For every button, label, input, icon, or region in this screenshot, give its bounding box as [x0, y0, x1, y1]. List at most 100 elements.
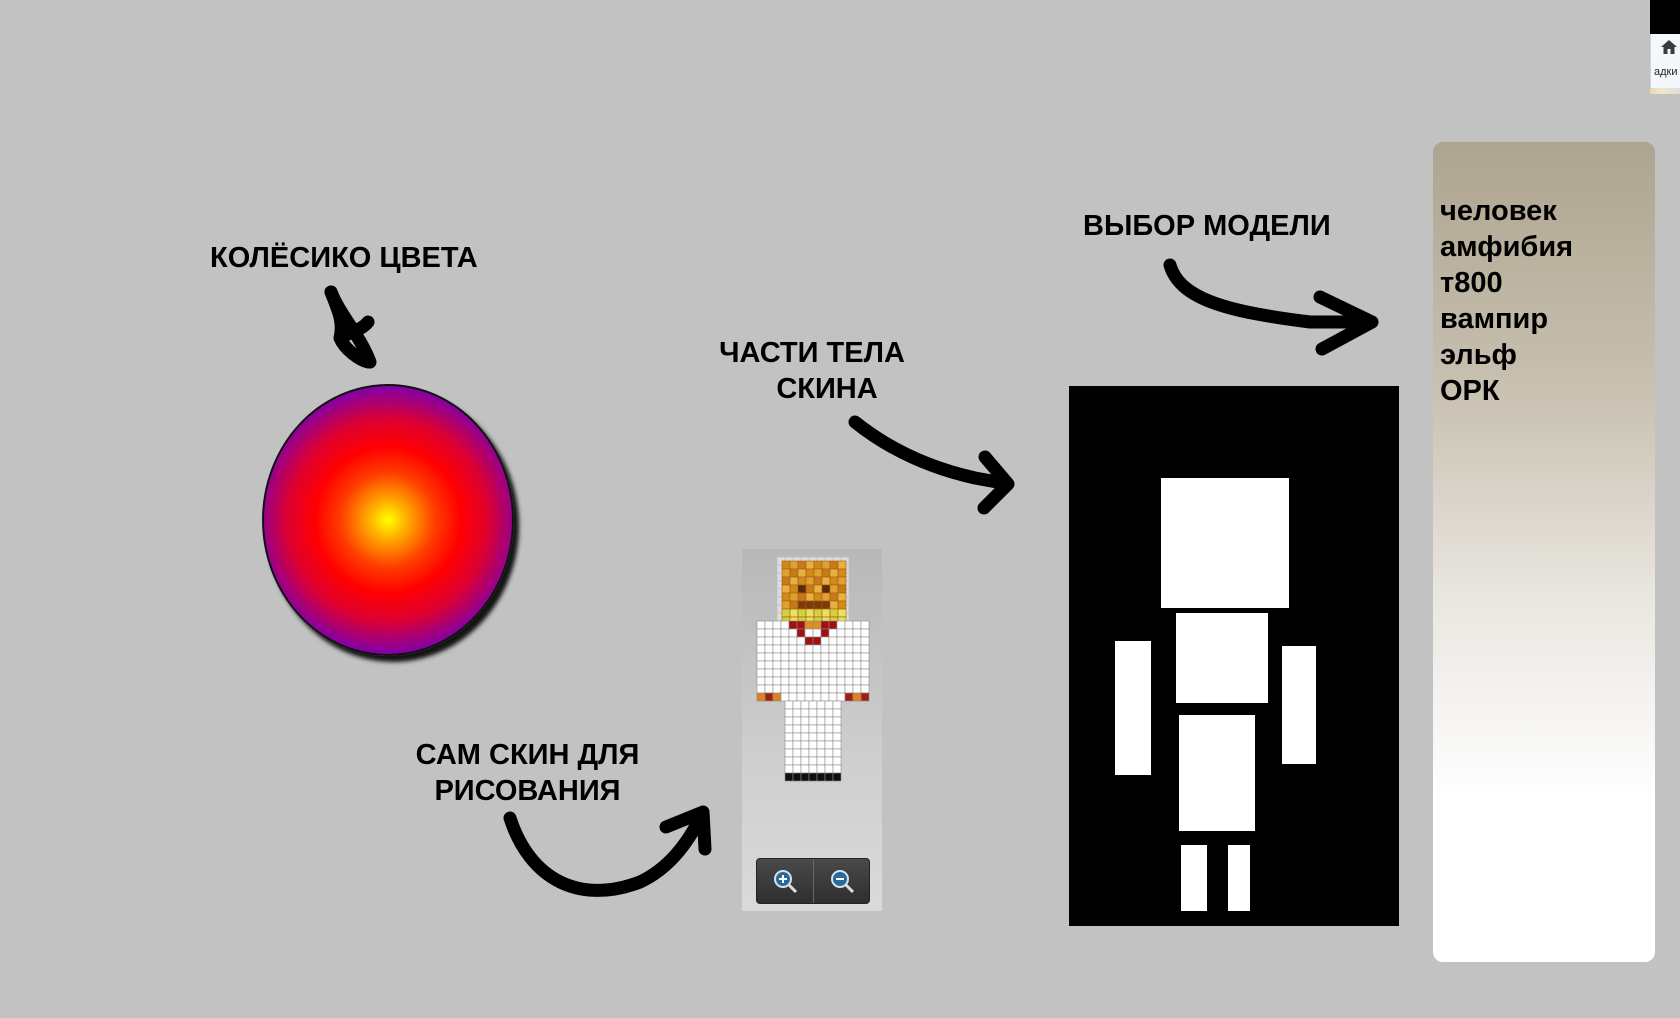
model-option-human[interactable]: человек	[1440, 195, 1557, 227]
skin-pixel	[828, 652, 838, 662]
skin-pixel	[780, 684, 790, 694]
skin-pixel	[792, 700, 802, 710]
corner-text: адки	[1654, 66, 1678, 78]
skin-pixel	[764, 684, 774, 694]
model-option-elf[interactable]: эльф	[1440, 339, 1517, 371]
skin-pixel	[824, 700, 834, 710]
skin-pixel	[844, 692, 854, 702]
skin-pixel	[828, 676, 838, 686]
skin-pixel	[821, 592, 831, 602]
skin-pixel	[812, 644, 822, 654]
skin-pixel	[832, 748, 842, 758]
skin-pixel	[788, 644, 798, 654]
skin-pixel	[772, 644, 782, 654]
skin-pixel	[796, 620, 806, 630]
skin-pixel	[852, 668, 862, 678]
skin-pixel	[824, 740, 834, 750]
color-wheel[interactable]	[262, 384, 514, 656]
skin-pixel	[828, 684, 838, 694]
skin-pixel	[829, 608, 839, 618]
skin-pixel	[828, 660, 838, 670]
zoom-out-button[interactable]	[814, 859, 870, 903]
skin-pixel	[828, 644, 838, 654]
skin-pixel	[832, 772, 842, 782]
model-select-list: человек амфибия т800 вампир эльф ОРК	[1433, 142, 1655, 962]
skin-pixel	[824, 772, 834, 782]
skin-pixel	[808, 772, 818, 782]
skin-pixel	[813, 584, 823, 594]
skin-pixel	[800, 732, 810, 742]
skin-pixel	[796, 628, 806, 638]
skin-pixel	[832, 716, 842, 726]
skin-pixel	[860, 620, 870, 630]
skin-pixel	[788, 660, 798, 670]
skin-pixel	[804, 660, 814, 670]
skin-pixel	[804, 692, 814, 702]
skin-pixel	[792, 756, 802, 766]
skin-pixel	[764, 676, 774, 686]
skin-pixel	[852, 660, 862, 670]
skin-pixel	[808, 716, 818, 726]
skin-pixel	[852, 652, 862, 662]
part-torso[interactable]	[1176, 613, 1268, 703]
skin-canvas[interactable]	[742, 549, 882, 911]
part-left-arm[interactable]	[1115, 641, 1151, 775]
skin-pixel	[820, 628, 830, 638]
skin-pixel	[860, 628, 870, 638]
skin-pixel	[797, 568, 807, 578]
skin-pixel	[780, 628, 790, 638]
skin-pixel	[805, 592, 815, 602]
skin-pixel	[780, 636, 790, 646]
model-option-orc[interactable]: ОРК	[1440, 375, 1500, 407]
part-head[interactable]	[1161, 478, 1289, 608]
skin-pixel	[788, 652, 798, 662]
skin-pixel	[837, 592, 847, 602]
skin-pixel	[808, 764, 818, 774]
home-icon[interactable]	[1659, 38, 1679, 56]
skin-pixel	[788, 668, 798, 678]
skin-pixel	[756, 652, 766, 662]
skin-pixel	[860, 676, 870, 686]
skin-pixel	[805, 560, 815, 570]
skin-pixel	[789, 592, 799, 602]
skin-pixel	[852, 628, 862, 638]
skin-pixel	[756, 628, 766, 638]
skin-pixel	[756, 692, 766, 702]
skin-pixel	[796, 636, 806, 646]
part-left-leg[interactable]	[1181, 845, 1207, 911]
part-right-arm[interactable]	[1282, 646, 1316, 764]
skin-pixel	[772, 668, 782, 678]
skin-pixel	[837, 560, 847, 570]
skin-pixel	[836, 620, 846, 630]
skin-pixel	[792, 708, 802, 718]
skin-pixel	[824, 708, 834, 718]
model-option-amphibian[interactable]: амфибия	[1440, 231, 1574, 263]
skin-pixel	[824, 716, 834, 726]
skin-pixel	[796, 660, 806, 670]
zoom-out-icon	[831, 870, 855, 894]
skin-pixel	[829, 592, 839, 602]
part-hips[interactable]	[1179, 715, 1255, 831]
skin-pixel	[784, 700, 794, 710]
skin-pixel	[832, 700, 842, 710]
model-option-t800[interactable]: т800	[1440, 267, 1503, 299]
model-select-caption: ВЫБОР МОДЕЛИ	[1083, 210, 1331, 242]
skin-pixel	[836, 628, 846, 638]
skin-pixel	[804, 668, 814, 678]
model-option-vampire[interactable]: вампир	[1440, 303, 1549, 335]
skin-pixel	[812, 636, 822, 646]
skin-pixel	[792, 740, 802, 750]
zoom-in-button[interactable]	[757, 859, 814, 903]
part-right-leg[interactable]	[1228, 845, 1250, 911]
skin-pixel	[828, 692, 838, 702]
skin-caption-line2: РИСОВАНИЯ	[434, 775, 621, 807]
skin-pixel	[788, 676, 798, 686]
skin-pixel	[781, 560, 791, 570]
skin-pixel	[772, 652, 782, 662]
arrow-to-model-select	[1163, 258, 1379, 356]
skin-pixel	[756, 684, 766, 694]
skin-pixel	[797, 576, 807, 586]
skin-pixel	[797, 560, 807, 570]
skin-pixel	[852, 620, 862, 630]
skin-pixel	[828, 620, 838, 630]
